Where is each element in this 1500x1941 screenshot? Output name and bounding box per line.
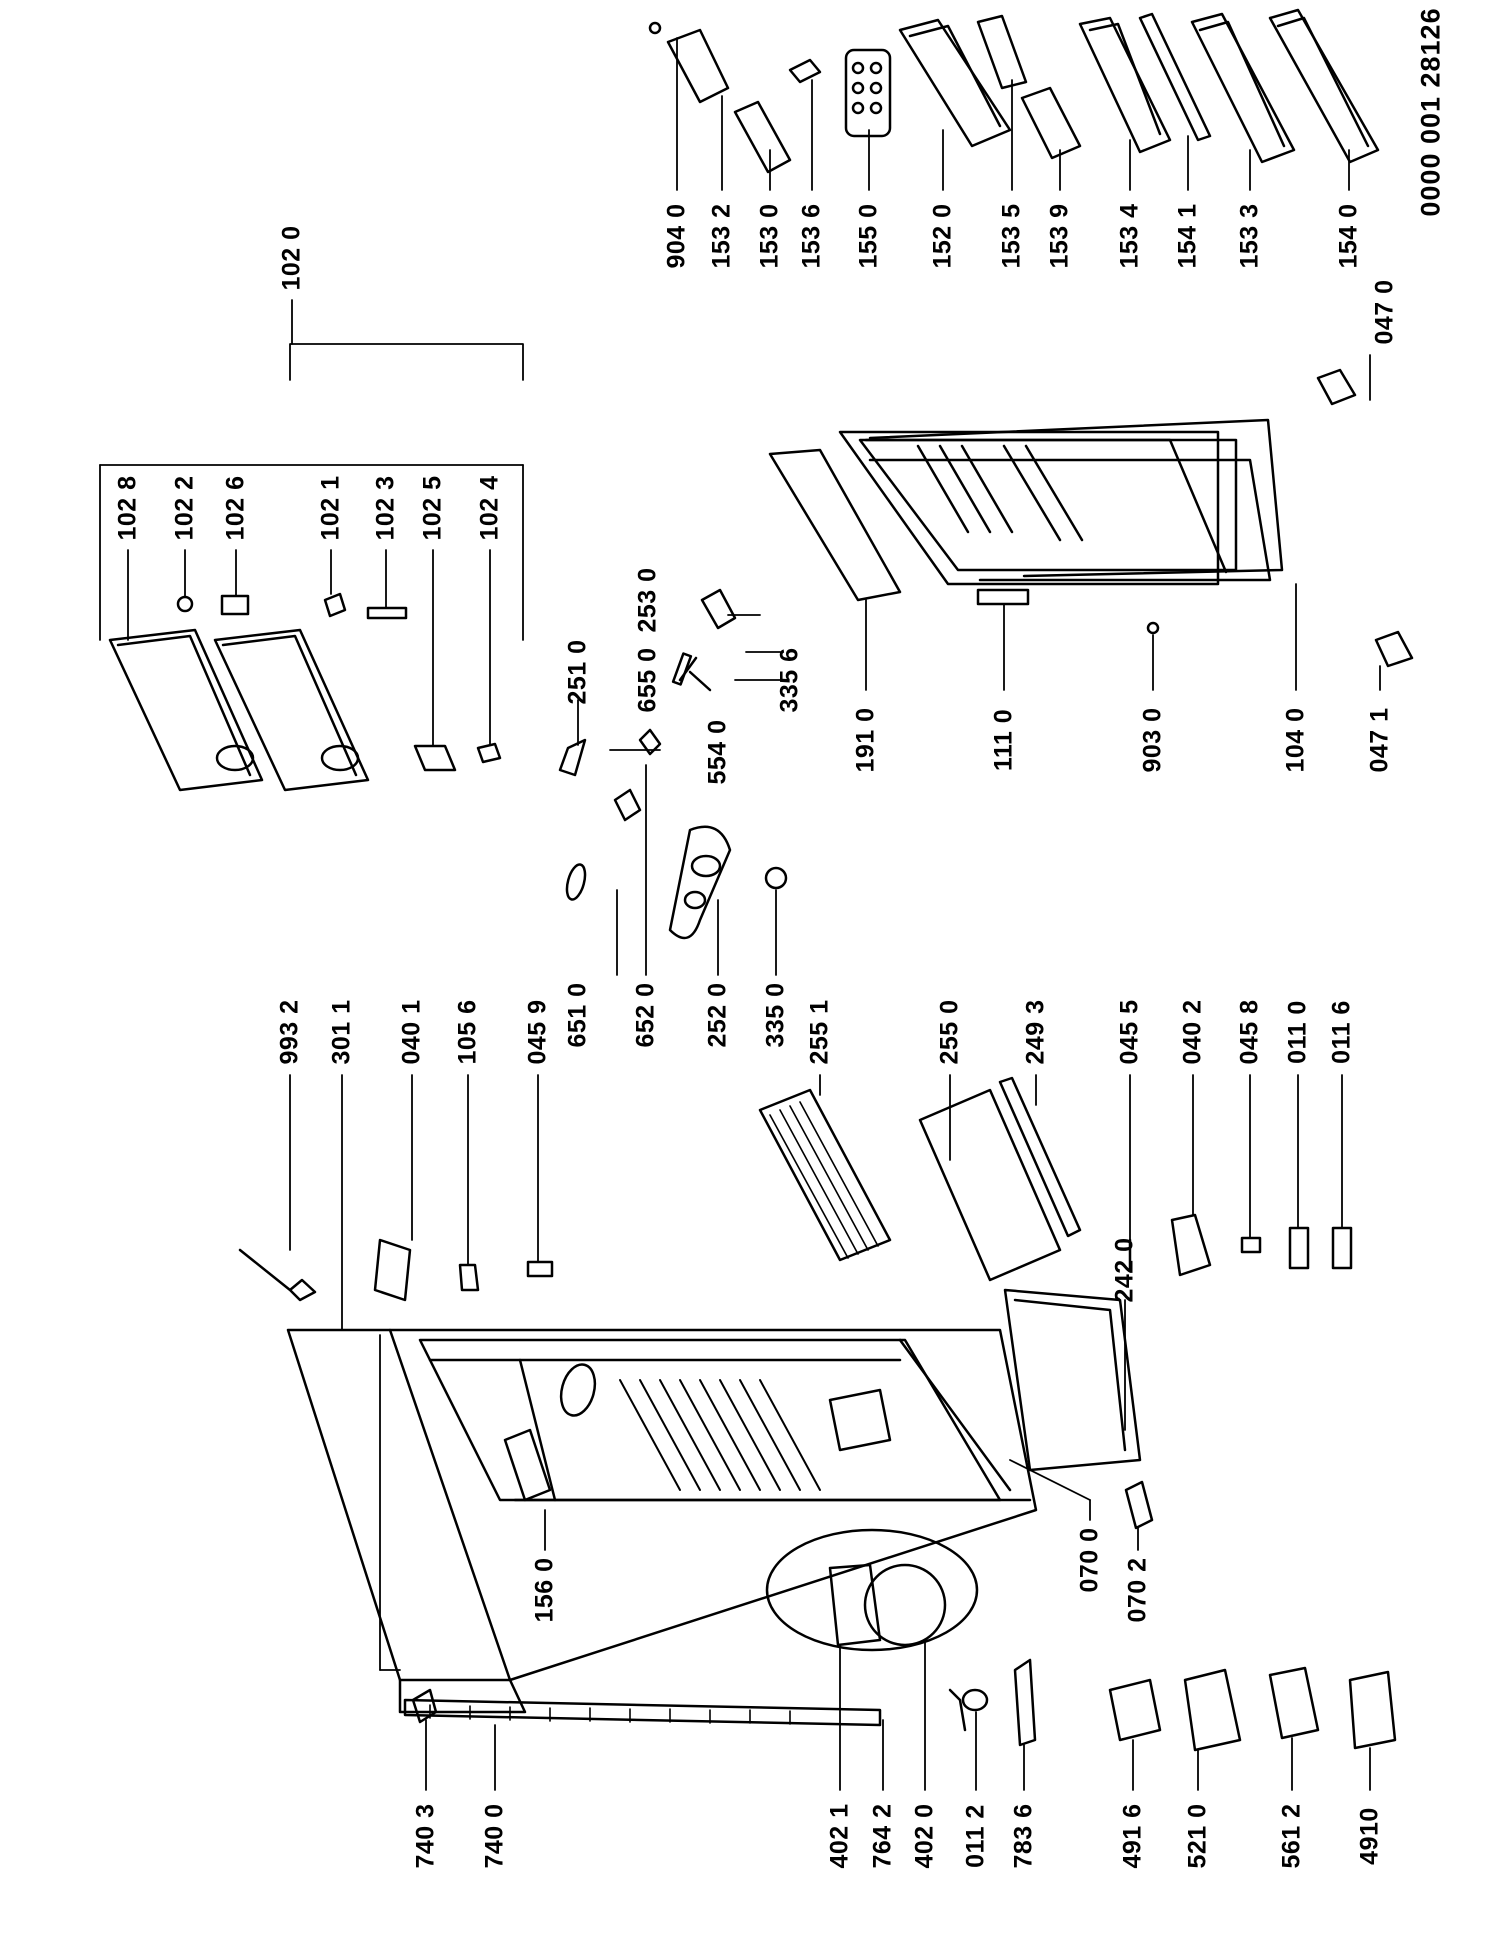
shelf-assembly-parts	[99, 299, 524, 792]
door-accessory-parts	[648, 8, 1380, 191]
hardware-parts	[238, 1074, 554, 1331]
door-parts	[768, 354, 1414, 691]
cabinet-body	[286, 1328, 1038, 1714]
crisper-parts	[758, 1074, 1142, 1472]
thermostat-lamp-parts	[558, 588, 788, 976]
compressor-parts	[403, 1459, 1397, 1791]
hinge-parts	[1128, 1074, 1353, 1277]
